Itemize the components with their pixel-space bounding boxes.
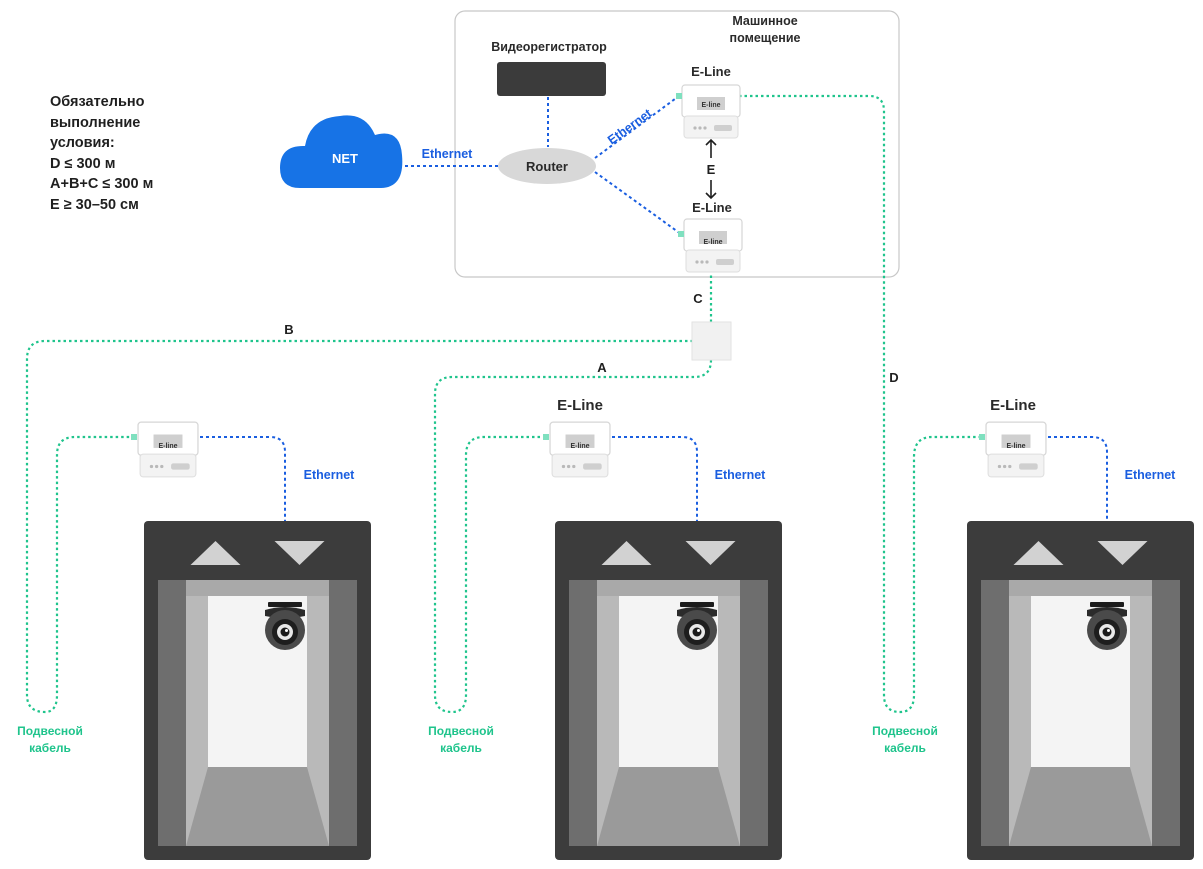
cable-a-line: [433, 359, 713, 714]
requirement-abc: A+B+C ≤ 300 м: [50, 176, 154, 192]
requirement-d: D ≤ 300 м: [50, 155, 116, 172]
svg-text:E-line: E-line: [570, 443, 589, 450]
eline-middle-title: E-Line: [557, 397, 603, 414]
elevator-left: [144, 521, 371, 860]
segment-e-label: E: [707, 162, 716, 177]
ethernet-label-left: Ethernet: [304, 468, 356, 482]
eline-right-title: E-Line: [990, 397, 1036, 414]
cable-label-right-line-1: Подвесной: [872, 724, 938, 738]
down-arrow-icon: [1097, 541, 1148, 565]
cloud-label: NET: [332, 151, 358, 166]
segment-a-label: A: [597, 360, 607, 375]
router-eline-bottom-link: [594, 171, 682, 235]
video-recorder: [497, 62, 606, 96]
requirements-heading-line-2: выполнение: [50, 114, 141, 131]
spacing-arrows: [705, 138, 717, 200]
segment-c-label: C: [693, 291, 703, 306]
cable-label-middle-line-1: Подвесной: [428, 724, 494, 738]
svg-text:E-line: E-line: [703, 239, 722, 246]
requirements-block: Обязательно выполнение условия: D ≤ 300 …: [50, 92, 250, 215]
up-arrow-icon: [1013, 541, 1064, 565]
ethernet-label-diagonal: Ethernet: [605, 106, 655, 148]
cable-label-left-line-1: Подвесной: [17, 724, 83, 738]
eline-top-title: E-Line: [691, 64, 731, 79]
requirements-heading-line-3: условия:: [50, 135, 115, 151]
svg-text:E-line: E-line: [1006, 443, 1025, 450]
machine-room-label-line-2: помещение: [730, 31, 801, 45]
eline-device-middle: E-line: [543, 421, 611, 478]
svg-text:E-line: E-line: [158, 443, 177, 450]
requirement-e: E ≥ 30–50 см: [50, 196, 139, 213]
junction-box: [691, 321, 732, 361]
camera-icon: [677, 602, 717, 650]
segment-d-label: D: [889, 370, 898, 385]
ethernet-label-middle: Ethernet: [715, 468, 767, 482]
cable-label-middle-line-2: кабель: [440, 741, 482, 755]
cloud-icon: [280, 115, 403, 188]
cable-label-left-line-2: кабель: [29, 741, 71, 755]
up-arrow-icon: [190, 541, 241, 565]
up-arrow-icon: [601, 541, 652, 565]
elevator-right: [967, 521, 1194, 860]
requirements-heading-line-1: Обязательно: [50, 94, 145, 110]
machine-room-frame: [454, 10, 900, 278]
eline-device-top: E-line: [676, 84, 741, 139]
down-arrow-icon: [685, 541, 736, 565]
down-arrow-icon: [274, 541, 325, 565]
segment-b-label: B: [284, 322, 293, 337]
cable-b-line: [25, 339, 693, 714]
eline-device-bottom: E-line: [678, 218, 743, 273]
machine-room-label-line-1: Машинное: [732, 14, 797, 28]
cable-d-line: [739, 94, 983, 714]
router-label: Router: [526, 159, 568, 174]
right-eline-camera-link: [1048, 436, 1108, 610]
eline-device-right: E-line: [979, 421, 1047, 478]
router: [498, 148, 596, 184]
cable-label-right-line-2: кабель: [884, 741, 926, 755]
svg-text:E-line: E-line: [701, 102, 720, 109]
ethernet-label-right: Ethernet: [1125, 468, 1177, 482]
camera-icon: [1087, 602, 1127, 650]
eline-bottom-title: E-Line: [692, 200, 732, 215]
camera-icon: [265, 602, 305, 650]
eline-device-left: E-line: [131, 421, 199, 478]
ethernet-label-net: Ethernet: [422, 147, 474, 161]
recorder-label: Видеорегистратор: [491, 40, 607, 54]
elevator-middle: [555, 521, 782, 860]
